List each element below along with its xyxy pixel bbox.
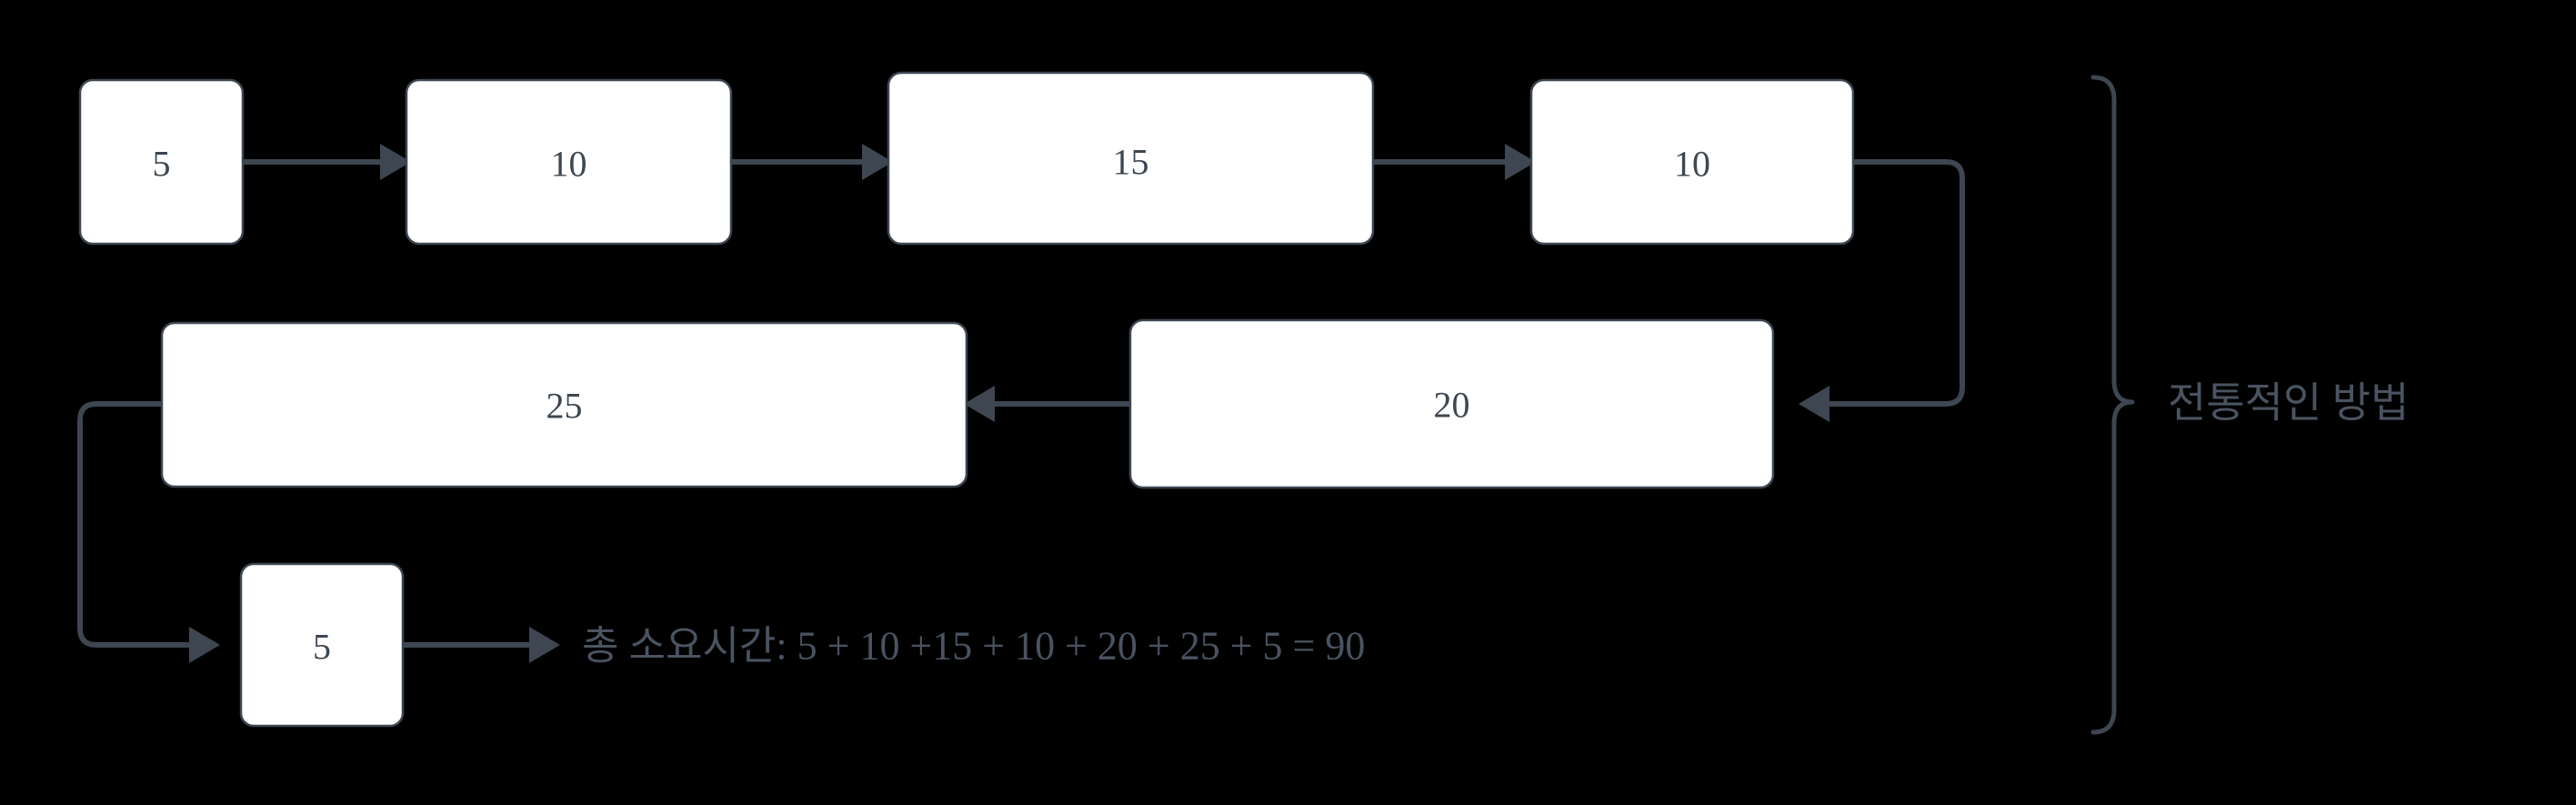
edge-10-to-15: [731, 144, 893, 180]
node-label: 5: [313, 627, 331, 668]
node-rect[interactable]: [1128, 318, 1775, 489]
node-label: 10: [1674, 144, 1710, 185]
edge-20-to-25: [964, 386, 1130, 422]
group-brace: [2090, 75, 2135, 735]
edge-25-to-5: [77, 401, 220, 663]
edge-5-to-summary: [403, 627, 560, 663]
edge-15-to-10: [1373, 144, 1536, 180]
node-rect[interactable]: [405, 78, 733, 246]
edge-layer: [77, 144, 1965, 663]
node-rect[interactable]: [239, 562, 405, 728]
node-5-seventh[interactable]: 5: [239, 562, 405, 728]
node-label: 15: [1113, 142, 1149, 183]
node-label: 10: [551, 144, 587, 185]
node-rect[interactable]: [160, 321, 968, 488]
node-label: 25: [546, 386, 583, 427]
group-label-traditional-method: 전통적인 방법: [2168, 380, 2409, 427]
node-15-third[interactable]: 15: [887, 71, 1375, 246]
node-5-first[interactable]: 5: [78, 78, 245, 246]
node-label: 20: [1434, 385, 1470, 426]
node-rect[interactable]: [887, 71, 1375, 246]
edge-10-to-20: [1799, 159, 1965, 422]
node-rect[interactable]: [1529, 78, 1855, 246]
node-10-second[interactable]: 10: [405, 78, 733, 246]
total-time-summary: 총 소요시간: 5 + 10 +15 + 10 + 20 + 25 + 5 = …: [582, 624, 1365, 669]
node-10-fourth[interactable]: 10: [1529, 78, 1855, 246]
node-25-fifth[interactable]: 25: [160, 321, 968, 488]
node-rect[interactable]: [78, 78, 245, 246]
node-20-sixth[interactable]: 20: [1128, 318, 1775, 489]
node-layer: 5 10 15 10 25 20: [78, 71, 1855, 728]
edge-5-to-10: [243, 144, 411, 180]
node-label: 5: [153, 144, 171, 185]
